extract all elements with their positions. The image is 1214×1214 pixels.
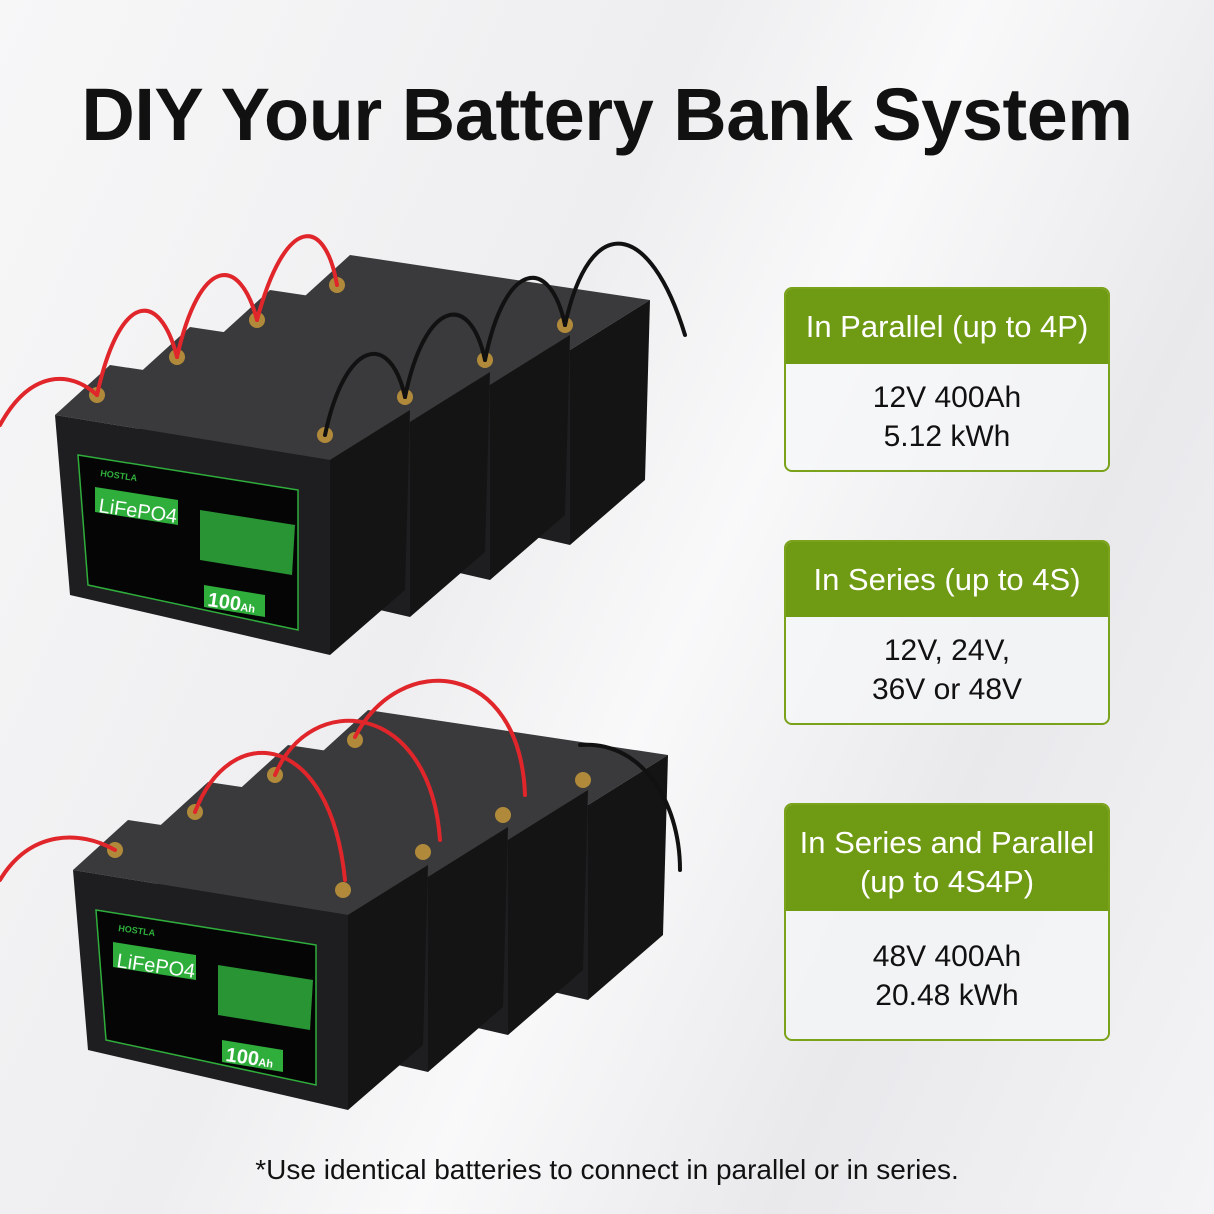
positive-wire bbox=[175, 273, 259, 359]
page-title: DIY Your Battery Bank System bbox=[81, 73, 1133, 156]
positive-wire bbox=[0, 835, 117, 882]
positive-wire bbox=[273, 718, 442, 842]
negative-wire bbox=[323, 352, 407, 437]
card-parallel: In Parallel (up to 4P) 12V 400Ah 5.12 kWh bbox=[784, 287, 1110, 472]
card-line: 12V 400Ah bbox=[872, 381, 1022, 414]
capacity-unit: Ah bbox=[258, 1057, 274, 1071]
positive-wire bbox=[193, 750, 347, 882]
negative-terminal bbox=[575, 772, 591, 788]
battery-side bbox=[490, 335, 570, 580]
positive-terminal bbox=[347, 732, 363, 748]
positive-wire bbox=[0, 376, 99, 427]
footnote: *Use identical batteries to connect in p… bbox=[255, 1154, 959, 1185]
battery-side bbox=[428, 827, 508, 1072]
chemistry-badge bbox=[95, 487, 178, 525]
card-line: 12V, 24V, bbox=[883, 634, 1011, 667]
negative-terminal bbox=[495, 807, 511, 823]
positive-wire bbox=[353, 678, 527, 797]
chemistry-badge bbox=[113, 942, 196, 980]
negative-wire bbox=[563, 241, 687, 337]
card-line: 5.12 kWh bbox=[883, 420, 1011, 453]
battery-side bbox=[348, 865, 428, 1110]
positive-wire bbox=[95, 308, 179, 397]
positive-wire bbox=[255, 234, 339, 322]
spec-table bbox=[218, 965, 313, 1030]
card-line: 36V or 48V bbox=[871, 673, 1023, 706]
negative-terminal bbox=[335, 882, 351, 898]
spec-table bbox=[200, 510, 295, 575]
capacity-unit: Ah bbox=[240, 602, 256, 616]
negative-wire bbox=[483, 276, 567, 362]
card-series: In Series (up to 4S) 12V, 24V, 36V or 48V bbox=[784, 540, 1110, 725]
battery-side bbox=[588, 755, 668, 1000]
card-heading: In Series and Parallel (up to 4S4P) bbox=[786, 805, 1108, 911]
negative-wire bbox=[578, 742, 682, 872]
battery-side bbox=[508, 790, 588, 1035]
capacity-badge bbox=[204, 585, 265, 617]
card-heading: In Series (up to 4S) bbox=[786, 542, 1108, 617]
card-line: 48V 400Ah bbox=[872, 940, 1022, 973]
card-series-parallel: In Series and Parallel (up to 4S4P) 48V … bbox=[784, 803, 1110, 1041]
battery-side bbox=[410, 372, 490, 617]
battery-side bbox=[330, 410, 410, 655]
negative-wire bbox=[403, 312, 487, 399]
card-line: 20.48 kWh bbox=[875, 979, 1019, 1012]
capacity-badge bbox=[222, 1040, 283, 1072]
card-heading: In Parallel (up to 4P) bbox=[786, 289, 1108, 364]
negative-terminal bbox=[415, 844, 431, 860]
battery-side bbox=[570, 300, 650, 545]
